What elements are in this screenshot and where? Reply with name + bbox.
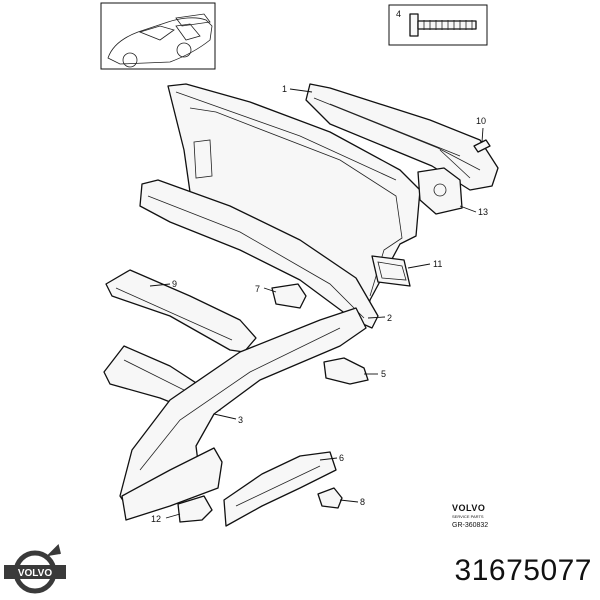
part-bracket-7 [271, 283, 307, 309]
diagram-reference: GR-360832 [452, 522, 489, 529]
callout-11: 11 [433, 259, 442, 269]
callout-1: 1 [282, 84, 287, 94]
part-gusset-plate [371, 255, 411, 287]
part-middle-rail [139, 179, 379, 329]
brand-subtitle: SERVICE PARTS [452, 514, 484, 519]
bolt-inset [388, 4, 488, 46]
callout-12: 12 [151, 514, 161, 524]
part-cross-member-9 [105, 269, 257, 353]
logo-text: VOLVO [18, 568, 52, 579]
callout-5: 5 [381, 369, 386, 379]
part-number: 31675077 [454, 554, 592, 587]
volvo-logo: VOLVO [4, 544, 66, 594]
callout-8: 8 [360, 497, 365, 507]
part-bracket-13 [417, 167, 463, 215]
callout-9: 9 [172, 279, 177, 289]
callout-4: 4 [396, 9, 401, 19]
leader-lines [149, 88, 484, 519]
callout-6: 6 [339, 453, 344, 463]
callout-2: 2 [387, 313, 392, 323]
part-bracket-5 [323, 357, 369, 385]
part-upper-cross-member [305, 83, 499, 191]
callout-10: 10 [476, 116, 486, 126]
part-rail-6 [223, 451, 337, 527]
part-bracket-8 [317, 487, 343, 509]
callout-7: 7 [255, 284, 260, 294]
callout-3: 3 [238, 415, 243, 425]
part-bracket-12 [177, 495, 213, 523]
callout-13: 13 [478, 207, 488, 217]
car-thumbnail-inset [100, 2, 216, 70]
brand-name: VOLVO [452, 503, 486, 513]
callouts: 1 2 3 4 5 6 7 8 9 10 11 12 13 [151, 9, 488, 524]
part-lower-rail-left [121, 447, 223, 521]
